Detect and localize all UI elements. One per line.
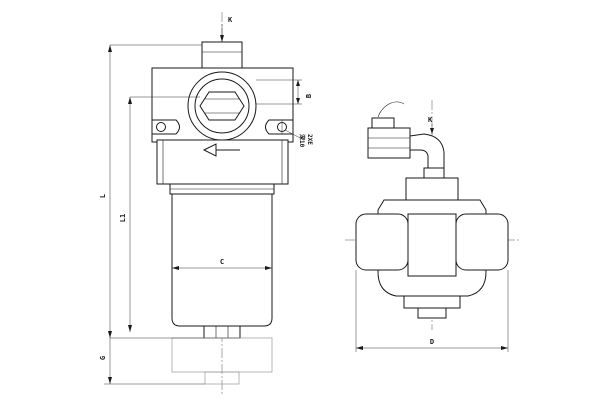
dim-G	[104, 338, 205, 385]
label-L1: L1	[119, 214, 127, 222]
label-B: B	[305, 94, 313, 98]
side-boss-left	[355, 213, 409, 271]
label-D: D	[430, 338, 434, 346]
side-center-face	[407, 213, 457, 277]
dim-L1	[128, 96, 200, 332]
indicator-connector	[367, 101, 445, 179]
label-depth: 深10	[298, 134, 306, 148]
leader-2XE	[284, 129, 305, 141]
dim-K-side	[430, 124, 434, 134]
removal-clearance-plug	[204, 371, 240, 385]
label-G: G	[99, 356, 107, 360]
label-2XE: 2XE	[306, 134, 313, 145]
side-head-top	[405, 177, 459, 201]
indicator-cable	[377, 101, 405, 118]
filter-bowl	[171, 193, 273, 327]
mount-hole-left	[156, 122, 166, 132]
filter-head-lower	[156, 139, 289, 185]
flow-arrow	[202, 143, 240, 157]
indicator-elbow	[409, 133, 445, 169]
dim-D	[355, 270, 509, 352]
side-boss-right	[455, 213, 509, 271]
indicator-body	[367, 127, 411, 159]
label-K-side: K	[428, 116, 433, 124]
indicator-cap	[371, 117, 395, 129]
label-C: C	[220, 258, 224, 266]
drain-plug	[203, 325, 241, 339]
top-port	[201, 41, 243, 71]
label-L: L	[99, 194, 107, 198]
dim-B	[256, 79, 302, 105]
hex-plug	[199, 91, 245, 121]
front-view: L L1 G C B	[99, 12, 313, 395]
indicator-nut	[423, 167, 445, 179]
side-bottom-flange	[403, 295, 461, 309]
dim-C	[172, 266, 272, 270]
dim-K-front	[220, 24, 224, 42]
port-boss-inner	[194, 78, 250, 134]
side-drain-plug	[417, 307, 447, 319]
side-view: K D	[345, 100, 520, 352]
label-K-front: K	[228, 16, 233, 24]
dim-L	[108, 44, 204, 339]
